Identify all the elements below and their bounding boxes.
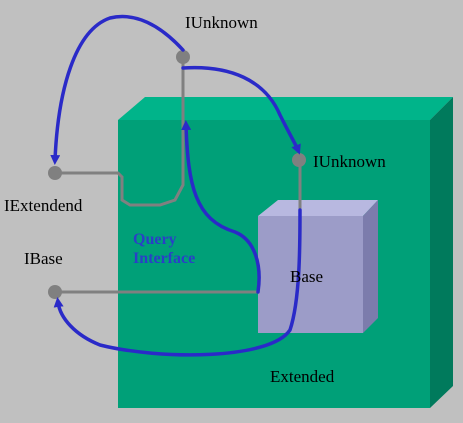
label-query: Query [133, 231, 177, 248]
iunknown-top-dot [176, 50, 190, 64]
ibase-dot [48, 285, 62, 299]
label-extended: Extended [270, 367, 335, 386]
query-arrows [50, 14, 302, 357]
label-interface: Interface [133, 250, 195, 267]
arrow-to-iunknown-inner [181, 65, 301, 155]
base-box-front [258, 216, 363, 333]
iextended-dot [48, 166, 62, 180]
label-iextended: IExtendend [4, 196, 83, 215]
base-box-top [258, 200, 378, 216]
query-arrow-up [181, 120, 261, 294]
connector-lines [55, 57, 302, 294]
label-iunknown-inner: IUnknown [313, 152, 386, 171]
arrow-to-iextended [50, 14, 185, 165]
iunknown-inner-dot [292, 153, 306, 167]
label-ibase: IBase [24, 249, 63, 268]
base-box [258, 200, 378, 333]
extended-box-top [118, 97, 453, 120]
labels: IUnknown IUnknown IExtendend IBase Query… [4, 13, 386, 386]
interface-dots [48, 50, 306, 299]
arrow-to-ibase [53, 208, 302, 357]
label-base: Base [290, 267, 323, 286]
base-box-side [363, 200, 378, 333]
label-iunknown-top: IUnknown [185, 13, 258, 32]
iextended-connector [55, 112, 185, 207]
extended-box-side [430, 97, 453, 408]
